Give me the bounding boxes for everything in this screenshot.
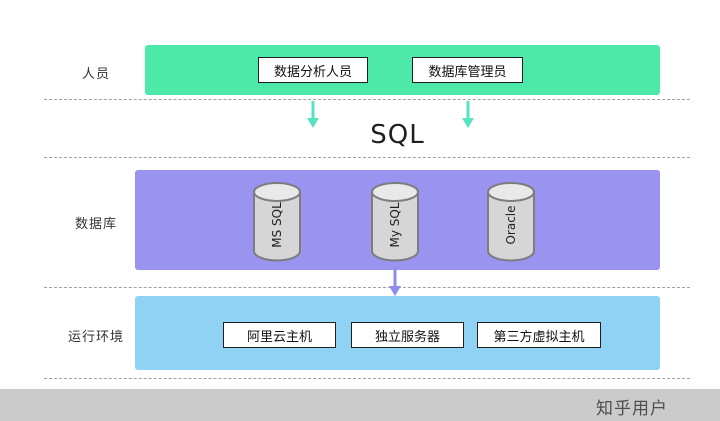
- down-arrow-admin-icon: [461, 101, 475, 128]
- oracle-cylinder-label: Oracle: [504, 205, 518, 245]
- database-band: MS SQL My SQL Oracle: [135, 170, 660, 270]
- mssql-cylinder-label: MS SQL: [270, 202, 284, 249]
- database-cylinder-icon: [371, 182, 419, 262]
- down-arrow-analyst-icon: [306, 101, 320, 128]
- mysql-cylinder: My SQL: [370, 181, 420, 263]
- down-arrow-database-icon: [388, 266, 402, 296]
- layer-label-people: 人员: [81, 67, 110, 82]
- oracle-cylinder: Oracle: [486, 181, 536, 263]
- dashed-separator-4: [44, 378, 690, 379]
- database-cylinder-icon: [253, 182, 301, 262]
- people-band: 数据分析人员 数据库管理员: [145, 45, 660, 95]
- environment-band: 阿里云主机 独立服务器 第三方虚拟主机: [135, 296, 660, 370]
- dashed-separator-3: [44, 287, 690, 288]
- node-thirdparty-vhost: 第三方虚拟主机: [477, 322, 601, 348]
- node-dedicated-server: 独立服务器: [351, 322, 464, 348]
- node-database-admin: 数据库管理员: [412, 57, 523, 83]
- database-cylinder-icon: [487, 182, 535, 262]
- node-aliyun-host: 阿里云主机: [223, 322, 336, 348]
- dashed-separator-1: [44, 99, 690, 100]
- layer-label-database: 数据库: [74, 217, 117, 232]
- node-data-analyst: 数据分析人员: [258, 57, 368, 83]
- layer-label-environment: 运行环境: [67, 330, 124, 345]
- sql-title: SQL: [370, 120, 425, 150]
- watermark-text: 知乎用户: [596, 399, 668, 419]
- dashed-separator-2: [44, 157, 690, 158]
- mssql-cylinder: MS SQL: [252, 181, 302, 263]
- footer-bar: 知乎用户: [0, 389, 720, 421]
- mysql-cylinder-label: My SQL: [388, 202, 402, 248]
